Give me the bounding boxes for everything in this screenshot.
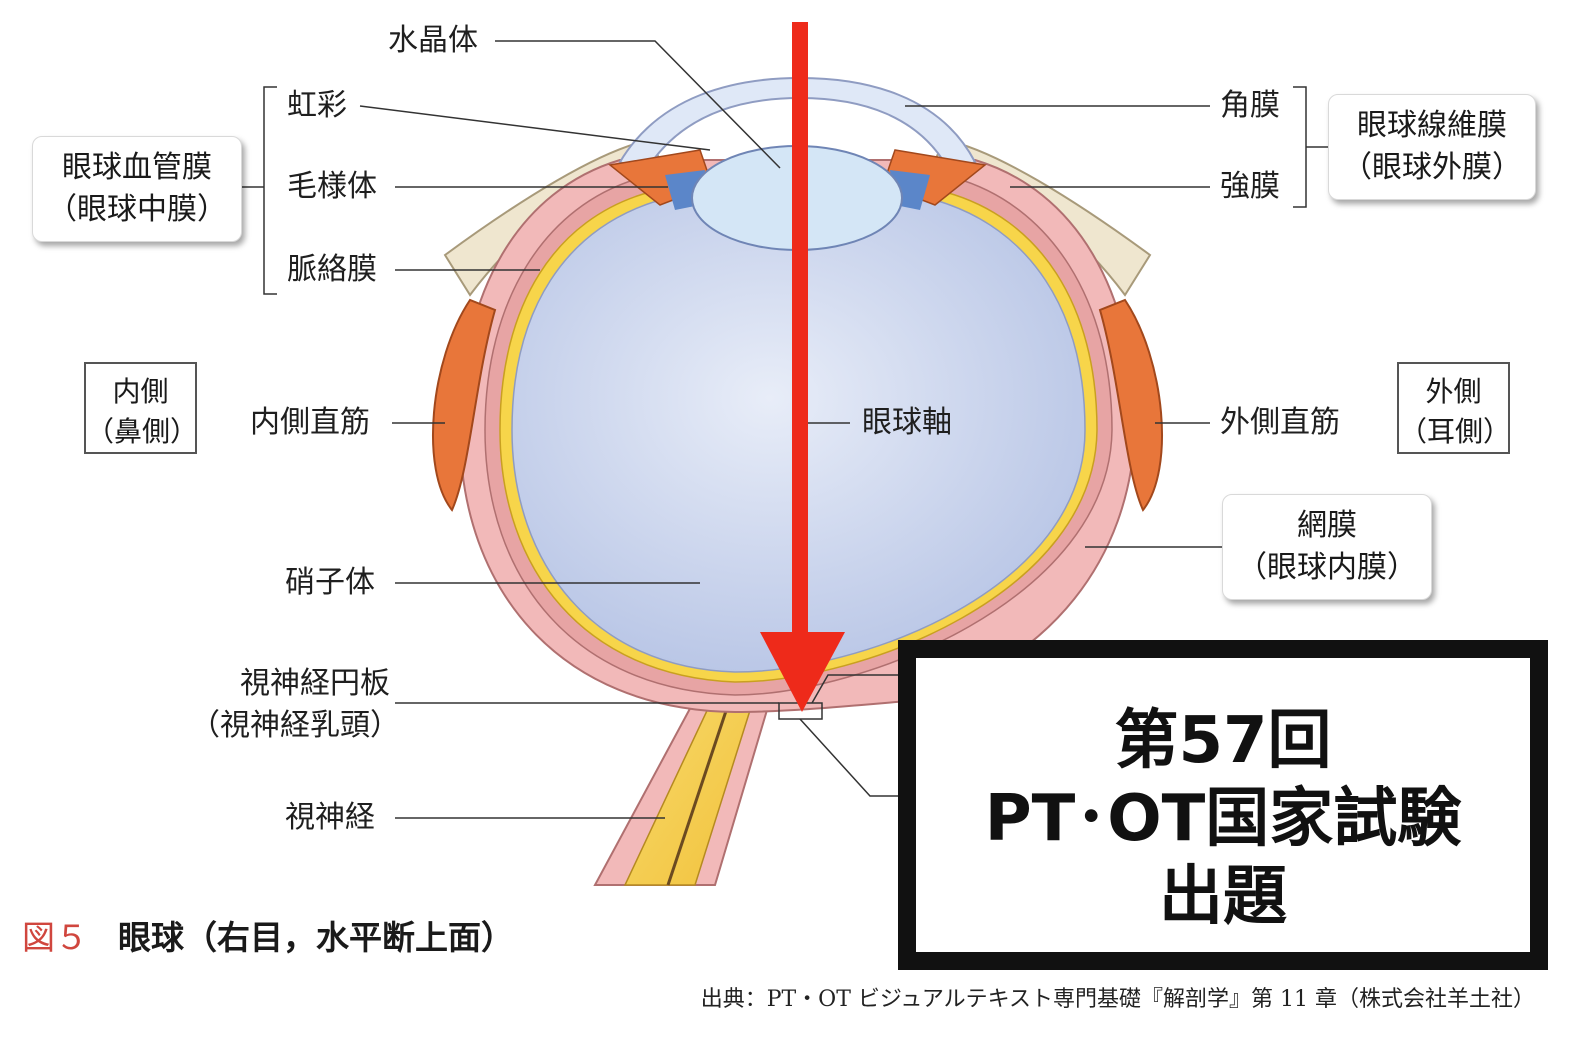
eye-axis-arrow (760, 22, 845, 712)
retina-box: 網膜 （眼球内膜） (1222, 494, 1432, 600)
exam-notice-line-2: PT･OT国家試験 (984, 782, 1462, 856)
vascular-tunic-title: 眼球血管膜 (62, 150, 212, 185)
retina-title: 網膜 (1297, 508, 1357, 543)
label-medial-rectus: 内側直筋 (250, 405, 370, 440)
medial-side-subtitle: （鼻側） (86, 415, 199, 448)
label-optic-papilla: （視神経乳頭） (190, 708, 400, 743)
label-vitreous: 硝子体 (285, 565, 375, 600)
figure-number: 図５ (22, 918, 88, 957)
fibrous-tunic-subtitle: （眼球外膜） (1342, 150, 1522, 185)
label-ciliary-body: 毛様体 (287, 169, 377, 204)
medial-side-title: 内側 (112, 375, 169, 408)
label-eye-axis: 眼球軸 (862, 405, 952, 440)
medial-side-box: 内側 （鼻側） (84, 362, 199, 454)
source-citation: 出典：PT・OT ビジュアルテキスト専門基礎『解剖学』第 11 章（株式会社羊土… (700, 987, 1535, 1012)
label-cornea: 角膜 (1220, 88, 1280, 123)
lateral-side-box: 外側 （耳側） (1397, 362, 1512, 454)
label-optic-nerve: 視神経 (285, 800, 375, 835)
lateral-side-subtitle: （耳側） (1399, 415, 1512, 448)
label-iris: 虹彩 (287, 88, 347, 123)
label-choroid: 脈絡膜 (287, 252, 377, 287)
leader-lines (242, 40, 1328, 819)
figure-caption: 図５ 眼球（右目，水平断上面） (22, 918, 514, 958)
label-optic-disc: 視神経円板 (240, 666, 390, 701)
lateral-side-title: 外側 (1425, 375, 1482, 408)
label-lens: 水晶体 (388, 23, 478, 58)
vascular-tunic-subtitle: （眼球中膜） (47, 192, 227, 227)
optic-nerve-shape (593, 688, 772, 886)
figure-title: 眼球（右目，水平断上面） (118, 918, 514, 957)
fibrous-tunic-title: 眼球線維膜 (1357, 108, 1507, 143)
vascular-tunic-box: 眼球血管膜 （眼球中膜） (32, 136, 242, 242)
label-sclera: 強膜 (1220, 169, 1280, 204)
exam-notice-line-1: 第57回 (1114, 704, 1332, 778)
exam-notice-box: 第57回 PT･OT国家試験 出題 (898, 640, 1548, 970)
fibrous-tunic-box: 眼球線維膜 （眼球外膜） (1328, 94, 1536, 200)
retina-subtitle: （眼球内膜） (1237, 550, 1417, 585)
label-lateral-rectus: 外側直筋 (1220, 405, 1340, 440)
rectus-muscles (432, 298, 1163, 512)
exam-notice-line-3: 出題 (1159, 860, 1287, 934)
cornea-shape (618, 76, 977, 174)
